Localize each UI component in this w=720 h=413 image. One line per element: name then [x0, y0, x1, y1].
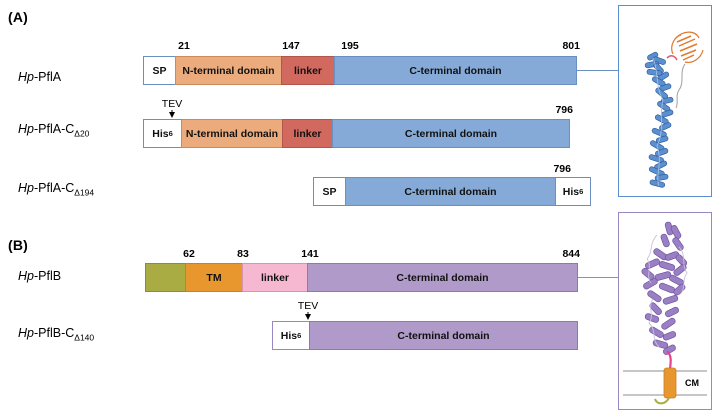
- construct-label-hp-pfla: Hp-PflA: [18, 70, 61, 84]
- construct-name: -PflB-C: [33, 326, 75, 340]
- segment-signal-peptide: SP: [143, 56, 175, 85]
- his-tag-text: His: [562, 185, 580, 198]
- residue-number-801: 801: [562, 40, 580, 52]
- purple-helix-cluster: [641, 221, 688, 355]
- orange-beta-sheet: [671, 31, 704, 63]
- construct-subscript: Δ20: [74, 128, 90, 139]
- pfla-ribbon-structure: [644, 31, 704, 188]
- his-tag-subscript: 6: [168, 129, 173, 138]
- residue-number-796-a3: 796: [553, 163, 571, 175]
- segment-cytoplasmic-n-region: [145, 263, 185, 292]
- construct-bar-hp-pflb: TM linker C-terminal domain: [145, 263, 578, 292]
- connector-line-pflb: [578, 277, 618, 278]
- residue-number-141: 141: [301, 248, 319, 260]
- residue-number-21: 21: [178, 40, 190, 52]
- tev-arrow-icon: [169, 112, 175, 118]
- segment-transmembrane: TM: [185, 263, 242, 292]
- disordered-tail: [675, 63, 686, 109]
- construct-name: -PflB: [33, 269, 62, 283]
- cytoplasmic-tail: [654, 397, 670, 405]
- tev-label-pflb-c140: TEV: [297, 300, 319, 312]
- residue-number-844: 844: [562, 248, 580, 260]
- tev-arrow-icon: [305, 314, 311, 320]
- structure-panel-pfla: [618, 5, 712, 197]
- genus-prefix: Hp: [18, 181, 34, 195]
- residue-number-147: 147: [282, 40, 300, 52]
- genus-prefix: Hp: [18, 122, 34, 136]
- segment-linker: linker: [281, 56, 334, 85]
- his-tag-subscript: 6: [297, 331, 302, 340]
- construct-name: -PflA-C: [33, 122, 75, 136]
- segment-c-terminal-domain: C-terminal domain: [332, 119, 570, 148]
- connector-line-pfla: [577, 70, 618, 71]
- residue-number-83: 83: [237, 248, 249, 260]
- segment-c-terminal-domain: C-terminal domain: [307, 263, 578, 292]
- construct-subscript: Δ194: [74, 187, 95, 198]
- segment-linker: linker: [242, 263, 307, 292]
- construct-name: -PflA: [33, 70, 62, 84]
- residue-number-62: 62: [183, 248, 195, 260]
- genus-prefix: Hp: [18, 269, 34, 283]
- segment-c-terminal-domain: C-terminal domain: [334, 56, 577, 85]
- genus-prefix: Hp: [18, 326, 34, 340]
- linker-segment: [666, 55, 678, 61]
- segment-n-terminal-domain: N-terminal domain: [175, 56, 281, 85]
- construct-label-hp-pflb: Hp-PflB: [18, 269, 61, 283]
- segment-n-terminal-domain: N-terminal domain: [181, 119, 282, 148]
- his-tag-subscript: 6: [579, 187, 584, 196]
- residue-number-195: 195: [341, 40, 359, 52]
- construct-name: -PflA-C: [33, 181, 75, 195]
- his-tag-text: His: [152, 127, 169, 140]
- structure-panel-pflb: CM: [618, 212, 712, 410]
- segment-linker: linker: [282, 119, 332, 148]
- transmembrane-helix-icon: [663, 367, 677, 399]
- tev-label-pfla-c20: TEV: [161, 98, 183, 110]
- segment-c-terminal-domain: C-terminal domain: [345, 177, 555, 206]
- genus-prefix: Hp: [18, 70, 34, 84]
- construct-label-hp-pfla-c194: Hp-PflA-CΔ194: [18, 181, 94, 198]
- backbone-trace: [652, 57, 664, 187]
- his-tag-text: His: [280, 329, 298, 342]
- segment-c-terminal-domain: C-terminal domain: [309, 321, 578, 350]
- construct-label-hp-pfla-c20: Hp-PflA-CΔ20: [18, 122, 89, 139]
- construct-bar-hp-pfla: SP N-terminal domain linker C-terminal d…: [143, 56, 577, 85]
- panel-b-label: (B): [8, 237, 29, 253]
- segment-signal-peptide: SP: [313, 177, 345, 206]
- construct-subscript: Δ140: [74, 332, 95, 343]
- loop-trace: [646, 234, 688, 348]
- membrane-label-text: CM: [685, 378, 699, 388]
- panel-a-label: (A): [8, 9, 29, 25]
- residue-number-796-a2: 796: [555, 104, 573, 116]
- construct-label-hp-pflb-c140: Hp-PflB-CΔ140: [18, 326, 94, 343]
- pflb-ribbon-structure: CM: [623, 221, 707, 405]
